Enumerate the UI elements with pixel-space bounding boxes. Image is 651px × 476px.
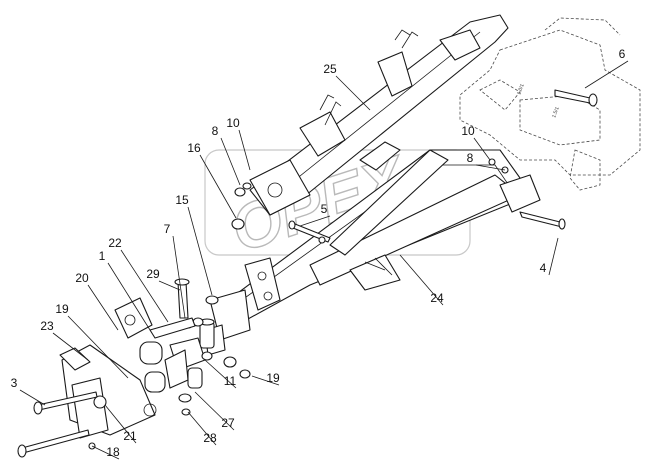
callout-label-c3: 3: [11, 376, 18, 390]
callout-label-c6: 6: [619, 47, 626, 61]
leader-line-c10a: [238, 129, 251, 171]
callout-label-c24: 24: [430, 291, 444, 305]
callout-label-c11: 11: [224, 374, 237, 388]
leader-line-c8b: [475, 164, 506, 171]
bushing-sleeve: [199, 318, 215, 349]
leader-line-c7: [172, 235, 186, 319]
callout-label-c19b: 19: [266, 371, 280, 385]
callout-label-c25: 25: [323, 62, 337, 76]
callout-label-c16: 16: [187, 141, 201, 155]
leader-line-c28: [187, 411, 217, 446]
upper-drawbar-arm: [249, 14, 509, 216]
hitch-body: [59, 344, 157, 439]
leader-line-c11: [204, 359, 237, 389]
callout-label-c5: 5: [321, 202, 328, 216]
callout-label-c7: 7: [164, 222, 171, 236]
callout-label-c22: 22: [108, 236, 122, 250]
leader-line-c23: [52, 332, 89, 361]
leader-line-c16: [199, 154, 237, 219]
callout-label-c15: 15: [175, 193, 189, 207]
leader-line-c3: [19, 389, 46, 406]
callout-label-c23: 23: [40, 319, 54, 333]
leader-line-c4: [548, 237, 559, 276]
small-hardware: [178, 351, 251, 416]
leader-line-c10b: [473, 137, 491, 161]
post-bushings: [139, 341, 166, 393]
leader-line-c21: [104, 404, 137, 444]
callout-label-c19a: 19: [55, 302, 69, 316]
callout-label-c8b: 8: [467, 151, 474, 165]
linkage-assembly: [114, 297, 206, 389]
callout-label-c10a: 10: [226, 116, 240, 130]
callout-label-c18: 18: [106, 445, 120, 459]
callout-label-c1: 1: [99, 249, 106, 263]
bolt-6: [554, 89, 598, 107]
callout-label-c27: 27: [221, 416, 235, 430]
leader-line-c18: [91, 445, 120, 460]
callout-label-c21: 21: [123, 429, 137, 443]
callout-label-c28: 28: [203, 431, 217, 445]
leader-line-c5: [299, 215, 331, 227]
main-frame: [214, 149, 541, 331]
callout-label-c20: 20: [75, 271, 89, 285]
leader-line-c25: [335, 75, 371, 111]
bracket-mark-1: 1.0/1: [516, 83, 526, 96]
leader-line-c1: [107, 262, 151, 331]
leader-line-c20: [87, 284, 119, 331]
callout-label-c29: 29: [146, 267, 160, 281]
leader-line-c6: [584, 60, 629, 89]
bolt-4: [488, 158, 566, 230]
callout-label-c8a: 8: [212, 124, 219, 138]
leader-line-c19b: [251, 375, 280, 386]
bolts-3-18: [17, 391, 98, 458]
leader-line-c27: [194, 391, 235, 431]
bolt-5: [288, 220, 331, 244]
leader-line-c8a: [220, 137, 241, 186]
callout-label-c10b: 10: [461, 124, 475, 138]
leader-line-c22: [120, 249, 169, 323]
pivot-bushings: [231, 159, 311, 230]
leader-line-c19a: [67, 315, 129, 379]
bracket-mark-2: 1.5/1: [551, 106, 561, 119]
callout-label-c4: 4: [540, 261, 547, 275]
pin-29: [174, 278, 190, 319]
leader-line-c29: [158, 280, 181, 291]
leader-line-c15: [187, 206, 213, 296]
leader-line-c24: [399, 254, 444, 306]
